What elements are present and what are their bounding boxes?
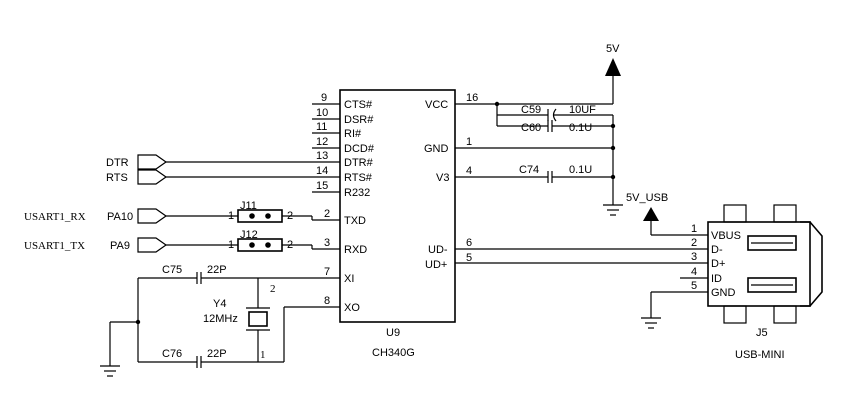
pin-name-gnd: GND <box>424 143 449 155</box>
ground-usb <box>641 317 661 329</box>
pin-num-rxd: 3 <box>324 237 330 249</box>
pin-name-v3: V3 <box>436 172 449 184</box>
c60-value: 0.1U <box>569 122 592 134</box>
pin-num-xi: 7 <box>324 266 330 278</box>
j12-pin1: 1 <box>228 239 234 251</box>
pin-num-v3: 4 <box>466 165 472 177</box>
pin-num-cts: 9 <box>321 92 327 104</box>
c75-value: 22P <box>207 264 227 276</box>
pin-name-r232: R232 <box>344 187 370 199</box>
usb-name: USB-MINI <box>735 349 785 361</box>
chip-ref: U9 <box>386 327 400 339</box>
net-label-usart-rx: USART1_RX <box>24 211 86 223</box>
pin-name-vcc: VCC <box>425 99 448 111</box>
usb-pin-name-id: ID <box>711 273 722 285</box>
port-dtr <box>137 154 312 170</box>
pin-name-dcd: DCD# <box>344 143 375 155</box>
c76-ref: C76 <box>162 348 182 360</box>
crystal-y4 <box>248 311 268 327</box>
pin-name-rts: RTS# <box>344 172 373 184</box>
pin-name-dsr: DSR# <box>344 114 374 126</box>
pin-num-rts: 14 <box>316 165 328 177</box>
pin-num-dsr: 10 <box>316 107 328 119</box>
usb-ref: J5 <box>756 327 768 339</box>
c60-ref: C60 <box>521 122 541 134</box>
c76-value: 22P <box>207 348 227 360</box>
pin-name-dtr: DTR# <box>344 157 374 169</box>
pin-num-udp: 5 <box>466 252 472 264</box>
pin-name-cts: CTS# <box>344 99 373 111</box>
net-label-pa10: PA10 <box>107 211 133 223</box>
usb-pin-num-4: 4 <box>691 266 697 278</box>
pin-name-xi: XI <box>344 273 354 285</box>
usb-pin-name-gnd: GND <box>711 287 736 299</box>
usb-pin-num-1: 1 <box>691 223 697 235</box>
net-label-pa9: PA9 <box>110 240 130 252</box>
pin-num-r232: 15 <box>316 180 328 192</box>
chip-body <box>339 89 456 323</box>
c75-ref: C75 <box>162 264 182 276</box>
usb-pin-name-dm: D- <box>711 244 723 256</box>
c74-value: 0.1U <box>569 164 592 176</box>
pin-num-xo: 8 <box>324 295 330 307</box>
pin-num-txd: 2 <box>324 208 330 220</box>
pin-num-dtr: 13 <box>316 150 328 162</box>
pin-num-gnd: 1 <box>466 136 472 148</box>
net-label-5v: 5V <box>606 43 620 55</box>
net-label-usart-tx: USART1_TX <box>24 240 85 252</box>
j12-ref: J12 <box>240 229 258 241</box>
crystal-pin1: 1 <box>260 349 266 361</box>
pin-name-ri: RI# <box>344 128 362 140</box>
pin-name-udm: UD- <box>428 244 448 256</box>
c59-ref: C59 <box>521 104 541 116</box>
vusb-arrow <box>643 207 659 221</box>
pin-num-ri: 11 <box>316 121 327 133</box>
j11-ref: J11 <box>240 200 257 212</box>
vcc-arrow <box>605 58 621 76</box>
port-pa10 <box>137 208 168 224</box>
pin-name-udp: UD+ <box>425 259 447 271</box>
c59-value: 10UF <box>569 104 596 116</box>
ground-power <box>603 204 623 216</box>
usb-pin-num-3: 3 <box>691 251 697 263</box>
usb-pin-name-vbus: VBUS <box>711 230 741 242</box>
usb-pin-num-5: 5 <box>691 280 697 292</box>
pin-name-xo: XO <box>344 302 360 314</box>
j11-pin1: 1 <box>228 210 234 222</box>
ground-crystal <box>100 365 120 377</box>
chip-left-pins <box>312 103 340 308</box>
port-pa9 <box>137 237 168 253</box>
net-label-rts: RTS <box>106 172 128 184</box>
crystal-value: 12MHz <box>203 313 238 325</box>
usb-pin-num-2: 2 <box>691 237 697 249</box>
usb-pin-name-dp: D+ <box>711 258 725 270</box>
pin-num-vcc: 16 <box>466 92 478 104</box>
pin-name-rxd: RXD <box>344 244 367 256</box>
pin-name-txd: TXD <box>344 215 366 227</box>
crystal-ref: Y4 <box>213 298 226 310</box>
net-label-5v-usb: 5V_USB <box>626 192 668 204</box>
pin-num-dcd: 12 <box>316 136 328 148</box>
crystal-pin2: 2 <box>270 283 276 295</box>
port-rts <box>137 169 312 185</box>
c74-ref: C74 <box>519 164 539 176</box>
net-label-dtr: DTR <box>106 157 129 169</box>
usb-mini-connector <box>707 204 823 324</box>
chip-name: CH340G <box>372 347 415 359</box>
pin-num-udm: 6 <box>466 237 472 249</box>
